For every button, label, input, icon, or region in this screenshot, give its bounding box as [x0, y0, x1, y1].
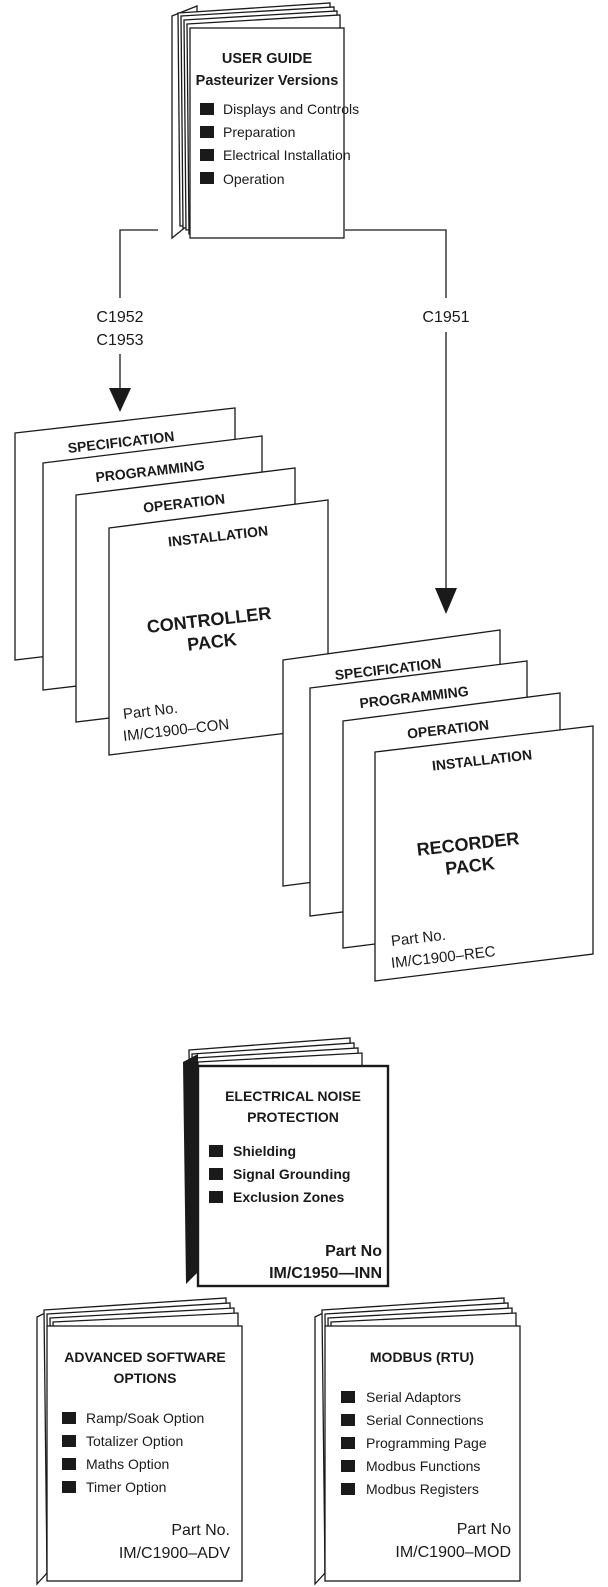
user-guide-booklet: USER GUIDE Pasteurizer Versions Displays…: [171, 2, 359, 240]
branch-label-c1951: C1951: [422, 309, 469, 326]
booklet-item: Modbus Functions: [366, 1458, 480, 1474]
part-label: Part No.: [122, 700, 179, 723]
bullet-square-icon: [62, 1458, 76, 1470]
booklet-title: OPTIONS: [113, 1370, 176, 1386]
booklet-item: Serial Connections: [366, 1412, 484, 1428]
user-guide-subtitle: Pasteurizer Versions: [196, 73, 339, 89]
part-number: IM/C1900–MOD: [395, 1544, 511, 1561]
booklet-item: Exclusion Zones: [233, 1189, 344, 1205]
modbus-booklet: MODBUS (RTU) Serial Adaptors Serial Conn…: [314, 1297, 521, 1586]
booklet-item: Maths Option: [86, 1456, 169, 1472]
noise-protection-booklet: ELECTRICAL NOISE PROTECTION Shielding Si…: [183, 1037, 390, 1288]
booklet-item: Shielding: [233, 1143, 296, 1159]
part-number: IM/C1900–ADV: [119, 1545, 230, 1562]
bullet-square-icon: [209, 1145, 223, 1157]
bullet-square-icon: [62, 1435, 76, 1447]
booklet-item: Ramp/Soak Option: [86, 1410, 204, 1426]
booklet-item: Programming Page: [366, 1435, 487, 1451]
bullet-square-icon: [341, 1414, 355, 1426]
bullet-square-icon: [209, 1168, 223, 1180]
book-spine: [183, 1054, 198, 1284]
connector-right: [345, 229, 447, 298]
booklet-item: Signal Grounding: [233, 1166, 350, 1182]
bullet-square-icon: [200, 126, 214, 138]
bullet-square-icon: [200, 103, 214, 115]
branch-label-c1952: C1952: [96, 309, 143, 326]
bullet-square-icon: [209, 1191, 223, 1203]
bullet-square-icon: [62, 1412, 76, 1424]
arrow-down-icon: [435, 588, 457, 614]
booklet-item: Serial Adaptors: [366, 1389, 461, 1405]
booklet-title: PROTECTION: [247, 1109, 339, 1125]
bullet-square-icon: [200, 149, 214, 161]
controller-pack: SPECIFICATION PROGRAMMING OPERATION INST…: [14, 407, 329, 756]
user-guide-item: Preparation: [223, 124, 295, 140]
bullet-square-icon: [341, 1483, 355, 1495]
connector-left: [119, 229, 158, 298]
advanced-software-booklet: ADVANCED SOFTWARE OPTIONS Ramp/Soak Opti…: [36, 1297, 243, 1586]
bullet-square-icon: [341, 1460, 355, 1472]
bullet-square-icon: [341, 1391, 355, 1403]
booklet-title: MODBUS (RTU): [370, 1349, 474, 1365]
part-label: Part No.: [171, 1522, 230, 1539]
booklet-item: Totalizer Option: [86, 1433, 183, 1449]
user-guide-title: USER GUIDE: [222, 51, 313, 67]
bullet-square-icon: [200, 172, 214, 184]
user-guide-item: Displays and Controls: [223, 101, 359, 117]
part-label: Part No: [457, 1521, 511, 1538]
booklet-title: ELECTRICAL NOISE: [225, 1088, 361, 1104]
arrow-down-icon: [109, 388, 131, 412]
bullet-square-icon: [341, 1437, 355, 1449]
part-label: Part No.: [390, 927, 447, 950]
user-guide-item: Electrical Installation: [223, 147, 351, 163]
booklet-item: Modbus Registers: [366, 1481, 479, 1497]
part-label: Part No: [325, 1243, 382, 1260]
bullet-square-icon: [62, 1481, 76, 1493]
branch-label-c1953: C1953: [96, 332, 143, 349]
recorder-pack: SPECIFICATION PROGRAMMING OPERATION INST…: [282, 629, 594, 982]
user-guide-item: Operation: [223, 171, 284, 187]
booklet-item: Timer Option: [86, 1479, 166, 1495]
booklet-title: ADVANCED SOFTWARE: [64, 1349, 226, 1365]
sheet-installation: [374, 725, 594, 982]
part-number: IM/C1950—INN: [269, 1265, 382, 1282]
connector-lines: [109, 229, 457, 614]
